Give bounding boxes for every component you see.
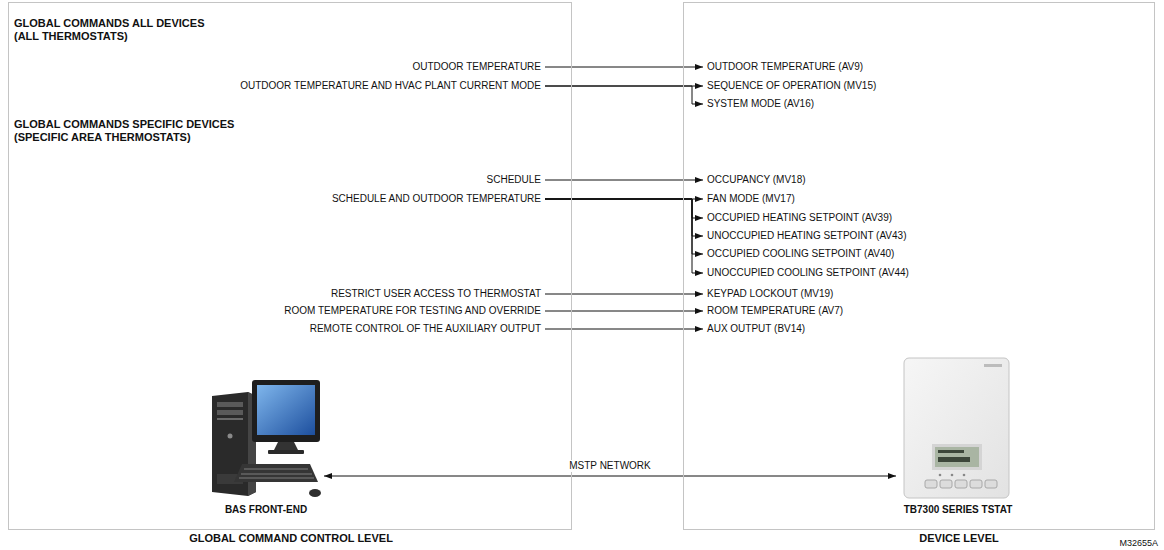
point-item: SEQUENCE OF OPERATION (MV15)	[703, 79, 880, 93]
command-text: REMOTE CONTROL OF THE AUXILIARY OUTPUT	[310, 323, 541, 334]
keyboard	[234, 464, 318, 482]
point-item: KEYPAD LOCKOUT (MV19)	[703, 287, 837, 301]
keypad-buttons	[925, 480, 997, 488]
point-text: OCCUPANCY (MV18)	[707, 174, 806, 185]
command-arrow	[545, 180, 703, 181]
point-text: KEYPAD LOCKOUT (MV19)	[707, 288, 833, 299]
point-item: UNOCCUPIED HEATING SETPOINT (AV43)	[703, 229, 910, 243]
command-item: OUTDOOR TEMPERATURE	[408, 60, 545, 74]
mouse	[309, 489, 321, 497]
point-item: OCCUPANCY (MV18)	[703, 173, 810, 187]
point-text: UNOCCUPIED HEATING SETPOINT (AV43)	[707, 230, 906, 241]
computer-node: BAS FRONT-END	[208, 378, 324, 516]
level-caption: GLOBAL COMMAND CONTROL LEVEL	[189, 532, 393, 545]
group-heading: GLOBAL COMMANDS SPECIFIC DEVICES (SPECIF…	[14, 118, 254, 144]
point-text: FAN MODE (MV17)	[707, 193, 795, 204]
monitor	[252, 380, 320, 454]
logo-mark	[984, 364, 1002, 367]
command-arrow	[545, 199, 703, 254]
command-text: OUTDOOR TEMPERATURE	[412, 61, 541, 72]
device-label: BAS FRONT-END	[208, 503, 324, 516]
point-text: ROOM TEMPERATURE (AV7)	[707, 305, 843, 316]
point-item: SYSTEM MODE (AV16)	[703, 97, 818, 111]
link-label: MSTP NETWORK	[567, 460, 652, 472]
point-item: ROOM TEMPERATURE (AV7)	[703, 304, 847, 318]
point-item: AUX OUTPUT (BV14)	[703, 322, 809, 336]
point-text: AUX OUTPUT (BV14)	[707, 323, 805, 334]
command-item: ROOM TEMPERATURE FOR TESTING AND OVERRID…	[280, 304, 545, 318]
point-text: SYSTEM MODE (AV16)	[707, 98, 814, 109]
level-panel: GLOBAL COMMAND CONTROL LEVELOUTDOOR TEMP…	[8, 2, 572, 530]
command-item: RESTRICT USER ACCESS TO THERMOSTAT	[327, 287, 545, 301]
command-text: ROOM TEMPERATURE FOR TESTING AND OVERRID…	[284, 305, 541, 316]
command-arrow	[545, 329, 703, 330]
command-text: SCHEDULE AND OUTDOOR TEMPERATURE	[332, 193, 541, 204]
point-text: SEQUENCE OF OPERATION (MV15)	[707, 80, 876, 91]
command-text: OUTDOOR TEMPERATURE AND HVAC PLANT CURRE…	[240, 80, 541, 91]
point-text: UNOCCUPIED COOLING SETPOINT (AV44)	[707, 267, 909, 278]
point-text: OCCUPIED HEATING SETPOINT (AV39)	[707, 212, 892, 223]
command-arrow	[545, 199, 703, 218]
display	[932, 444, 982, 470]
level-caption: DEVICE LEVEL	[919, 532, 998, 545]
command-text: SCHEDULE	[487, 174, 541, 185]
command-arrow	[545, 311, 703, 312]
point-item: OCCUPIED HEATING SETPOINT (AV39)	[703, 211, 896, 225]
network-link	[324, 476, 896, 477]
point-text: OUTDOOR TEMPERATURE (AV9)	[707, 61, 863, 72]
command-item: OUTDOOR TEMPERATURE AND HVAC PLANT CURRE…	[236, 79, 545, 93]
thermostat-node: TB7300 SERIES TSTAT	[896, 352, 1020, 516]
command-arrow	[545, 294, 703, 295]
point-item: UNOCCUPIED COOLING SETPOINT (AV44)	[703, 266, 913, 280]
command-arrow	[545, 86, 703, 104]
command-item: SCHEDULE	[483, 173, 545, 187]
command-arrow	[545, 199, 703, 236]
command-item: SCHEDULE AND OUTDOOR TEMPERATURE	[328, 192, 545, 206]
group-heading: GLOBAL COMMANDS ALL DEVICES (ALL THERMOS…	[14, 17, 219, 43]
point-item: OCCUPIED COOLING SETPOINT (AV40)	[703, 247, 898, 261]
level-panel: DEVICE LEVELOUTDOOR TEMPERATURE (AV9)SEQ…	[683, 2, 1155, 530]
command-arrow	[545, 67, 703, 68]
command-arrow	[545, 199, 703, 273]
figure-code: M32655A	[1119, 537, 1158, 550]
point-item: OUTDOOR TEMPERATURE (AV9)	[703, 60, 867, 74]
command-item: REMOTE CONTROL OF THE AUXILIARY OUTPUT	[306, 322, 545, 336]
point-item: FAN MODE (MV17)	[703, 192, 799, 206]
thermostat-body	[904, 358, 1009, 498]
point-text: OCCUPIED COOLING SETPOINT (AV40)	[707, 248, 894, 259]
computer-illustration	[208, 378, 324, 502]
thermostat-illustration	[896, 352, 1020, 502]
command-text: RESTRICT USER ACCESS TO THERMOSTAT	[331, 288, 541, 299]
device-label: TB7300 SERIES TSTAT	[896, 503, 1020, 516]
indicator-dots	[939, 474, 966, 477]
